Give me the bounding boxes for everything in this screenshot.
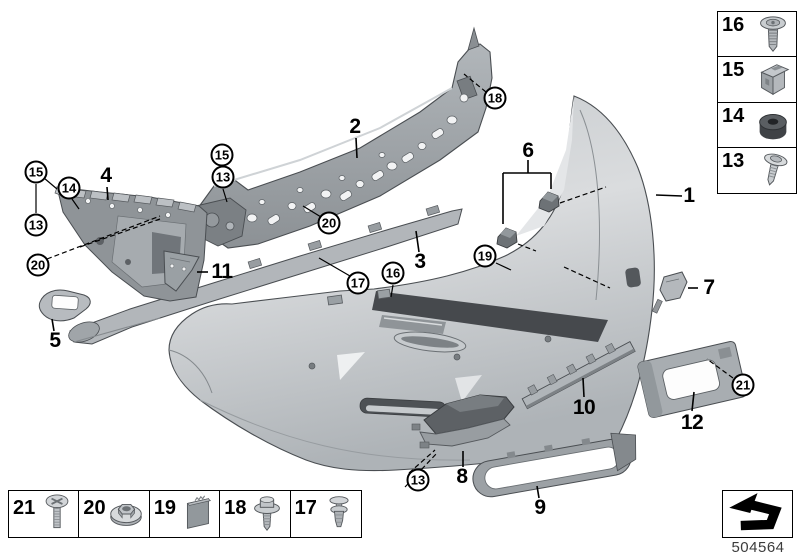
callout-13-2[interactable]: 13 <box>24 213 48 237</box>
legend-box-19[interactable]: 19 <box>148 490 221 538</box>
part-label-3[interactable]: 3 <box>414 250 426 273</box>
legend-number: 13 <box>722 150 745 173</box>
part-label-6[interactable]: 6 <box>522 139 534 162</box>
part-label-11[interactable]: 11 <box>211 260 233 283</box>
part-label-4[interactable]: 4 <box>100 164 112 187</box>
legend-number: 16 <box>722 14 745 36</box>
callout-14-1[interactable]: 14 <box>57 176 81 200</box>
callout-17-8[interactable]: 17 <box>346 271 370 295</box>
part-12-mounting-plate[interactable] <box>637 340 747 419</box>
part-10-support-strip[interactable] <box>519 335 636 410</box>
part-label-9[interactable]: 9 <box>534 496 546 519</box>
back-arrow-icon <box>729 493 782 531</box>
legend-number: 21 <box>13 497 36 519</box>
diagram-number: 504564 <box>731 539 785 556</box>
legend-box-16[interactable]: 16 <box>717 11 797 58</box>
part-label-5[interactable]: 5 <box>49 329 61 352</box>
phillips-screw-icon <box>45 494 69 529</box>
part-5-cover-cap[interactable] <box>38 289 91 322</box>
part-4-side-bracket[interactable] <box>54 186 208 302</box>
callout-13-11[interactable]: 13 <box>406 468 430 492</box>
callout-21-12[interactable]: 21 <box>731 373 755 397</box>
part-label-10[interactable]: 10 <box>572 396 596 419</box>
callout-20-7[interactable]: 20 <box>317 211 341 235</box>
legend-box-20[interactable]: 20 <box>78 490 151 538</box>
part-8-lower-trim[interactable] <box>411 394 515 449</box>
callout-16-9[interactable]: 16 <box>381 261 405 285</box>
part-3-shock-absorber-strip[interactable] <box>66 204 463 346</box>
expanding-rivet-icon <box>329 496 349 528</box>
callout-20-3[interactable]: 20 <box>26 253 50 277</box>
legend-box-18[interactable]: 18 <box>219 490 292 538</box>
hex-bolt-icon <box>254 496 281 532</box>
part-2-bumper-carrier[interactable] <box>195 26 493 249</box>
part-label-12[interactable]: 12 <box>680 411 704 434</box>
legend-number: 19 <box>153 497 177 519</box>
part-label-2[interactable]: 2 <box>349 115 361 138</box>
washer-screw-icon <box>760 15 786 52</box>
part-9-trim-ring[interactable] <box>469 429 642 500</box>
legend-box-14[interactable]: 14 <box>717 101 797 149</box>
part-11-guide-bracket[interactable] <box>163 250 200 292</box>
fastener-legend-bottom: 21 20 19 <box>8 490 362 538</box>
part-label-7[interactable]: 7 <box>703 276 715 299</box>
callout-19-10[interactable]: 19 <box>473 244 497 268</box>
legend-box-13[interactable]: 13 <box>717 147 797 195</box>
back-nav-box[interactable] <box>722 490 793 538</box>
part-label-8[interactable]: 8 <box>456 465 468 488</box>
legend-number: 15 <box>722 59 745 82</box>
part-1-bumper-cover[interactable] <box>168 95 655 472</box>
legend-box-21[interactable]: 21 <box>8 490 80 538</box>
callout-15-0[interactable]: 15 <box>24 160 48 184</box>
flange-nut-icon <box>110 503 143 526</box>
callout-15-4[interactable]: 15 <box>210 143 234 167</box>
part-label-1[interactable]: 1 <box>683 184 695 207</box>
callout-13-5[interactable]: 13 <box>211 165 235 189</box>
legend-number: 17 <box>294 497 317 519</box>
legend-number: 18 <box>224 497 247 519</box>
part-7-tow-hook-cover[interactable] <box>651 271 688 314</box>
legend-box-17[interactable]: 17 <box>289 490 362 538</box>
leader-lines <box>35 73 734 499</box>
legend-box-15[interactable]: 15 <box>717 56 797 104</box>
cage-nut-clip-icon <box>760 64 790 96</box>
fastener-legend-right: 16 15 14 <box>717 11 797 195</box>
legend-number: 20 <box>83 497 106 519</box>
callout-18-6[interactable]: 18 <box>483 86 507 110</box>
mounting-pad-icon <box>186 495 211 529</box>
rubber-grommet-icon <box>759 114 787 140</box>
self-tapping-screw-icon <box>764 153 788 186</box>
legend-number: 14 <box>722 104 745 127</box>
part-6-clip-set[interactable] <box>496 191 560 249</box>
